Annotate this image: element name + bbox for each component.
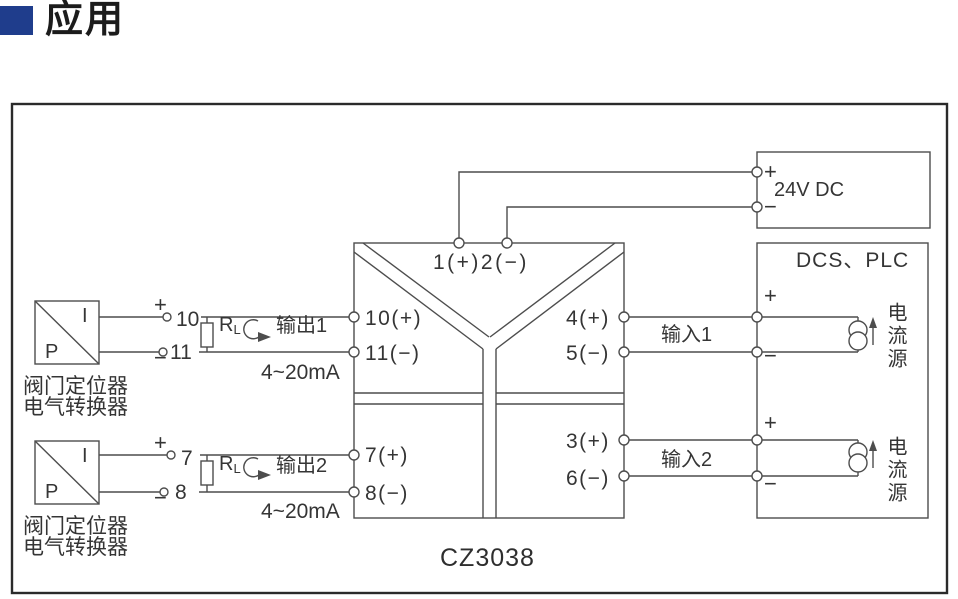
current-source-1-icon	[848, 317, 877, 351]
field1-terminal-11: 11	[170, 341, 192, 364]
field1-caption-line1: 阀门定位器	[23, 375, 128, 398]
output1-label: 输出1	[276, 315, 328, 337]
field1-terminal-10: 10	[176, 308, 200, 331]
power-plus-label: +	[764, 159, 777, 184]
input1-label: 输入1	[661, 324, 713, 346]
field2-terminal-7: 7	[181, 447, 193, 470]
field2-terminal-8: 8	[175, 481, 187, 504]
input2-wires	[624, 439, 859, 477]
field1-resistor-r: R	[219, 314, 234, 336]
isolation-barriers	[353, 242, 625, 518]
module-terminal-6: 6(−)	[566, 467, 610, 490]
input2-plus-label: +	[764, 410, 777, 435]
field2-minus-label: −	[154, 485, 167, 510]
input1-minus-label: −	[764, 343, 777, 368]
field-device-2-box	[34, 440, 100, 505]
dcs-plc-title: DCS、PLC	[796, 249, 910, 272]
output2-range-label: 4~20mA	[261, 500, 340, 523]
field2-resistor-label: RL	[219, 454, 241, 475]
field1-minus-label: −	[154, 345, 167, 370]
output1-wires	[99, 316, 350, 353]
field1-resistor-sub: L	[233, 322, 241, 337]
power-voltage-label: 24V DC	[774, 179, 845, 201]
current-loop-arrow-2	[243, 457, 271, 480]
output1-range-label: 4~20mA	[261, 361, 340, 384]
input2-label: 输入2	[661, 449, 713, 471]
power-supply-wires	[458, 171, 752, 238]
dcs-plc-box	[756, 242, 929, 519]
current-source-2-label: 电流源	[884, 436, 906, 505]
module-terminal-8: 8(−)	[365, 482, 409, 505]
current-source-2-icon	[848, 440, 877, 473]
field2-plus-label: +	[154, 430, 167, 455]
field2-p-label: P	[45, 481, 59, 503]
field1-plus-label: +	[154, 292, 167, 317]
output2-label: 输出2	[276, 455, 328, 477]
load-resistor-1	[200, 322, 214, 348]
field1-p-label: P	[45, 341, 59, 363]
field2-resistor-r: R	[219, 453, 234, 475]
current-loop-arrow-1	[243, 319, 271, 342]
power-minus-label: −	[764, 194, 777, 219]
field1-resistor-label: RL	[219, 315, 241, 336]
power-supply-box	[756, 151, 931, 229]
field1-caption-line2: 电气转换器	[23, 396, 128, 419]
module-top-terminal-label: 1(+)2(−)	[433, 251, 529, 274]
diagram-border	[10, 102, 949, 595]
module-terminal-5: 5(−)	[566, 342, 610, 365]
module-name-label: CZ3038	[440, 544, 535, 572]
module-terminal-10: 10(+)	[365, 307, 423, 330]
module-terminal-7: 7(+)	[365, 444, 409, 467]
module-terminal-11: 11(−)	[365, 342, 421, 365]
field1-i-label: I	[82, 305, 88, 327]
module-terminal-3: 3(+)	[566, 430, 610, 453]
current-source-1-label: 电流源	[884, 302, 906, 371]
module-terminal-4: 4(+)	[566, 307, 610, 330]
field-device-1-box	[34, 300, 100, 365]
cz3038-module-outline	[353, 242, 625, 519]
input2-minus-label: −	[764, 471, 777, 496]
field2-caption-line1: 阀门定位器	[23, 515, 128, 538]
title-bullet-square	[0, 6, 33, 35]
load-resistor-2	[200, 460, 214, 486]
output2-wires	[99, 454, 350, 493]
field2-resistor-sub: L	[233, 461, 241, 476]
field2-caption-line2: 电气转换器	[23, 536, 128, 559]
terminal-circles	[158, 166, 763, 498]
page-title: 应用	[45, 0, 126, 41]
input1-plus-label: +	[764, 283, 777, 308]
input1-wires	[624, 316, 859, 353]
field2-i-label: I	[82, 445, 88, 467]
